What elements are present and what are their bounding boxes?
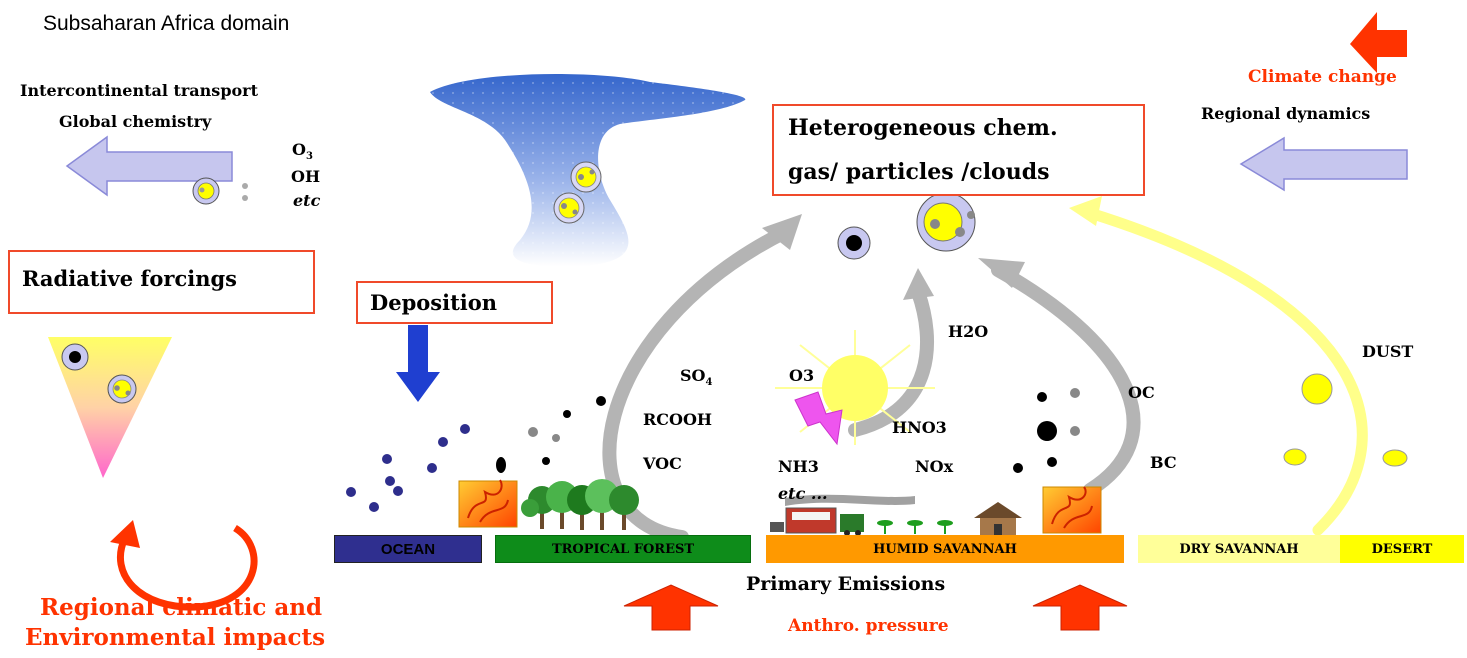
oh-label: OH [291, 167, 321, 186]
o3-base: O [292, 140, 306, 159]
fire-icon-savannah [1042, 486, 1102, 534]
band-dry-savannah: DRY SAVANNAH [1138, 535, 1340, 563]
industry-and-village [770, 494, 1022, 536]
nh3-label: NH3 [778, 457, 819, 476]
so4-base: SO [680, 366, 706, 385]
domain-title: Subsaharan Africa domain [43, 12, 290, 35]
yellow-dust-arrow [1084, 207, 1368, 536]
primary-emissions-label: Primary Emissions [746, 573, 946, 595]
feedback-circular-arrow [116, 525, 258, 611]
regional-dynamics-arrow [1239, 136, 1408, 192]
heterogeneous-chem-box: Heterogeneous chem. gas/ particles /clou… [772, 104, 1145, 196]
o3-label: O3 [292, 140, 313, 162]
o3-species-label: O3 [789, 366, 815, 385]
hno3-label: HNO3 [892, 418, 947, 437]
voc-label: VOC [643, 454, 682, 473]
forest-trees [521, 479, 639, 530]
hetero-line-2: gas/ particles /clouds [788, 159, 1050, 185]
deposition-arrow [396, 325, 440, 402]
so4-label: SO4 [680, 366, 712, 388]
dust-label: DUST [1362, 342, 1414, 361]
etc-label-emissions: etc ... [778, 484, 828, 503]
deposition-box: Deposition [356, 281, 553, 324]
global-chemistry-label: Global chemistry [59, 112, 212, 131]
anthro-arrow-left [623, 584, 719, 631]
grey-arrow-sun [848, 285, 934, 437]
so4-subscript: 4 [705, 377, 713, 389]
radiative-forcings-box: Radiative forcings [8, 250, 315, 314]
intercontinental-transport-label: Intercontinental transport [20, 81, 258, 100]
rcooh-label: RCOOH [643, 410, 713, 429]
fire-icon-forest [458, 479, 518, 528]
radiative-forcings-label: Radiative forcings [22, 266, 238, 291]
band-ocean: OCEAN [334, 535, 482, 563]
grey-arrow-forest [602, 225, 792, 544]
oc-label: OC [1128, 383, 1155, 402]
etc-label-top: etc [293, 191, 321, 210]
climate-change-arrow [1350, 12, 1407, 73]
hetero-line-1: Heterogeneous chem. [788, 115, 1058, 141]
radiative-triangle [48, 337, 172, 478]
nox-label: NOx [915, 457, 954, 476]
lightning-bolt [794, 391, 843, 446]
regional-dynamics-label: Regional dynamics [1201, 104, 1371, 123]
impacts-line-2: Environmental impacts [25, 624, 326, 651]
grey-arrow-savannah [991, 263, 1141, 497]
deposition-label: Deposition [370, 290, 498, 315]
anthro-arrow-right [1032, 584, 1128, 631]
band-tropical-forest: TROPICAL FOREST [495, 535, 751, 563]
h2o-label: H2O [948, 322, 989, 341]
band-desert: DESERT [1340, 535, 1464, 563]
band-humid-savannah: HUMID SAVANNAH [766, 535, 1124, 563]
bc-label: BC [1150, 453, 1177, 472]
o3-subscript: 3 [305, 151, 313, 163]
anthro-pressure-label: Anthro. pressure [788, 616, 949, 636]
climate-change-label: Climate change [1248, 67, 1397, 87]
impacts-line-1: Regional climatic and [40, 594, 323, 621]
